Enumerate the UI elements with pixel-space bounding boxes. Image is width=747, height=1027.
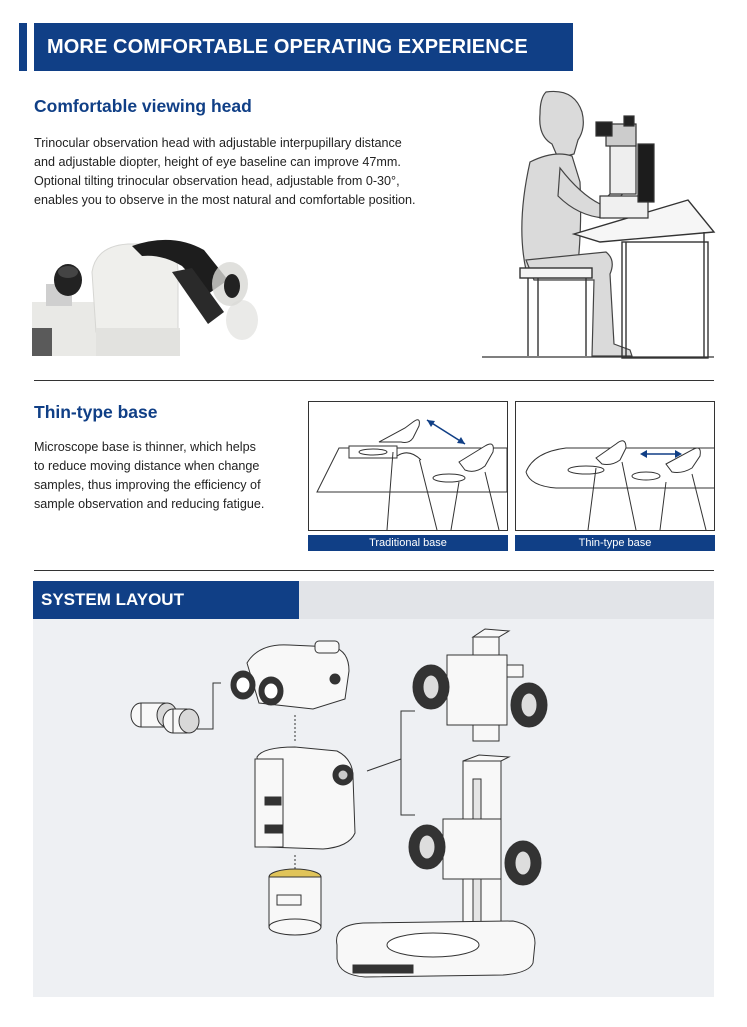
viewing-head-description: Trinocular observation head with adjusta… <box>34 134 464 210</box>
thin-base-caption: Thin-type base <box>515 535 715 551</box>
focus-drive-component <box>412 628 548 742</box>
viewing-head-line: Trinocular observation head with adjusta… <box>34 136 402 150</box>
thin-base-line: sample observation and reducing fatigue. <box>34 497 265 511</box>
eyepieces-component <box>130 702 200 734</box>
stand-component <box>336 754 542 978</box>
thin-base-figure <box>515 401 715 531</box>
thin-base-heading: Thin-type base <box>34 402 158 422</box>
system-layout-heading: SYSTEM LAYOUT <box>33 581 299 619</box>
thin-base-description: Microscope base is thinner, which helps … <box>34 438 299 514</box>
thin-base-line: to reduce moving distance when change <box>34 459 260 473</box>
objective-component <box>268 868 322 936</box>
thin-base-line: samples, thus improving the efficiency o… <box>34 478 261 492</box>
thin-base-drawing <box>525 440 714 531</box>
viewing-head-line: Optional tilting trinocular observation … <box>34 174 400 188</box>
banner-accent-bar <box>19 23 27 71</box>
system-layout-header-strip <box>299 581 714 619</box>
section-divider <box>34 380 714 381</box>
traditional-base-drawing <box>316 419 508 531</box>
zoom-body-component <box>254 746 356 850</box>
thin-base-line: Microscope base is thinner, which helps <box>34 440 256 454</box>
section-divider <box>34 570 714 571</box>
viewing-head-photo <box>32 239 258 356</box>
traditional-base-figure <box>308 401 508 531</box>
page-banner: MORE COMFORTABLE OPERATING EXPERIENCE <box>34 23 573 71</box>
binocular-head-component <box>230 640 350 710</box>
seated-user-illustration <box>482 90 716 359</box>
viewing-head-line: and adjustable diopter, height of eye ba… <box>34 155 401 169</box>
traditional-base-caption: Traditional base <box>308 535 508 551</box>
system-layout-diagram <box>130 628 548 978</box>
viewing-head-heading: Comfortable viewing head <box>34 96 252 116</box>
viewing-head-line: enables you to observe in the most natur… <box>34 193 416 207</box>
